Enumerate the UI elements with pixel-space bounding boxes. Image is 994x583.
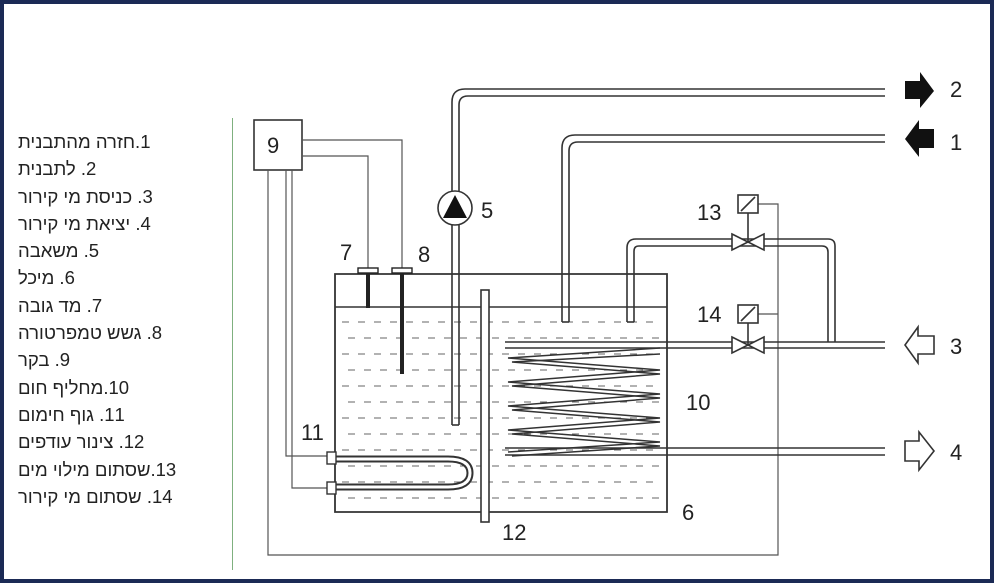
cooling-inlet-pipe: [660, 341, 885, 349]
legend-item-5: 5. משאבה: [18, 240, 100, 262]
pipe-from-mold: [561, 134, 885, 323]
legend-separator: [232, 118, 233, 570]
label-12: 12: [502, 520, 526, 545]
legend-item-2: 2. לתבנית: [18, 158, 97, 180]
arrow-cooling-in: [904, 324, 935, 366]
arrow-from-mold: [905, 120, 934, 157]
legend-item-3: 3. כניסת מי קירור: [18, 185, 153, 207]
overflow-pipe: [480, 289, 490, 523]
legend-item-14: 14. שסתום מי קירור: [18, 485, 173, 507]
legend-item-8: 8. גשש טמפרטורה: [18, 322, 163, 344]
arrow-cooling-out: [904, 429, 936, 473]
label-7: 7: [340, 240, 352, 265]
label-13: 13: [697, 200, 721, 225]
level-gauge: [357, 267, 379, 308]
label-10: 10: [686, 390, 710, 415]
label-3: 3: [950, 334, 962, 359]
legend-item-11: 11. גוף חימום: [18, 403, 125, 425]
label-2: 2: [950, 77, 962, 102]
label-5: 5: [481, 198, 493, 223]
heating-element: [326, 451, 474, 495]
legend-item-12: 12. צינור עודפים: [18, 431, 145, 453]
label-6: 6: [682, 500, 694, 525]
legend-item-7: 7. מד גובה: [18, 294, 103, 316]
cooling-valve: [731, 304, 765, 355]
legend-item-9: 9. בקר: [18, 349, 71, 371]
legend: 1.חזרה מהתבנית 2. לתבנית 3. כניסת מי קיר…: [18, 128, 230, 510]
controller-box: [253, 119, 303, 171]
controller-wires: [267, 139, 779, 556]
fill-valve: [731, 194, 765, 252]
heat-exchanger-coil: [505, 341, 885, 457]
label-4: 4: [950, 440, 962, 465]
legend-item-6: 6. מיכל: [18, 267, 75, 289]
label-9: 9: [267, 133, 279, 158]
tank: [334, 273, 668, 513]
legend-item-4: 4. יציאת מי קירור: [18, 212, 151, 234]
legend-item-13: 13.שסתום מילוי מים: [18, 458, 177, 480]
label-14: 14: [697, 302, 721, 327]
label-8: 8: [418, 242, 430, 267]
arrow-to-mold: [905, 72, 934, 108]
temperature-probe: [391, 267, 413, 374]
label-1: 1: [950, 130, 962, 155]
pipe-to-mold: [451, 88, 885, 426]
water-dashes: [342, 321, 662, 499]
pump-triangle: [443, 195, 467, 218]
legend-item-1: 1.חזרה מהתבנית: [18, 131, 151, 152]
legend-item-10: 10.מחליף חום: [18, 376, 130, 398]
label-11: 11: [301, 420, 324, 445]
